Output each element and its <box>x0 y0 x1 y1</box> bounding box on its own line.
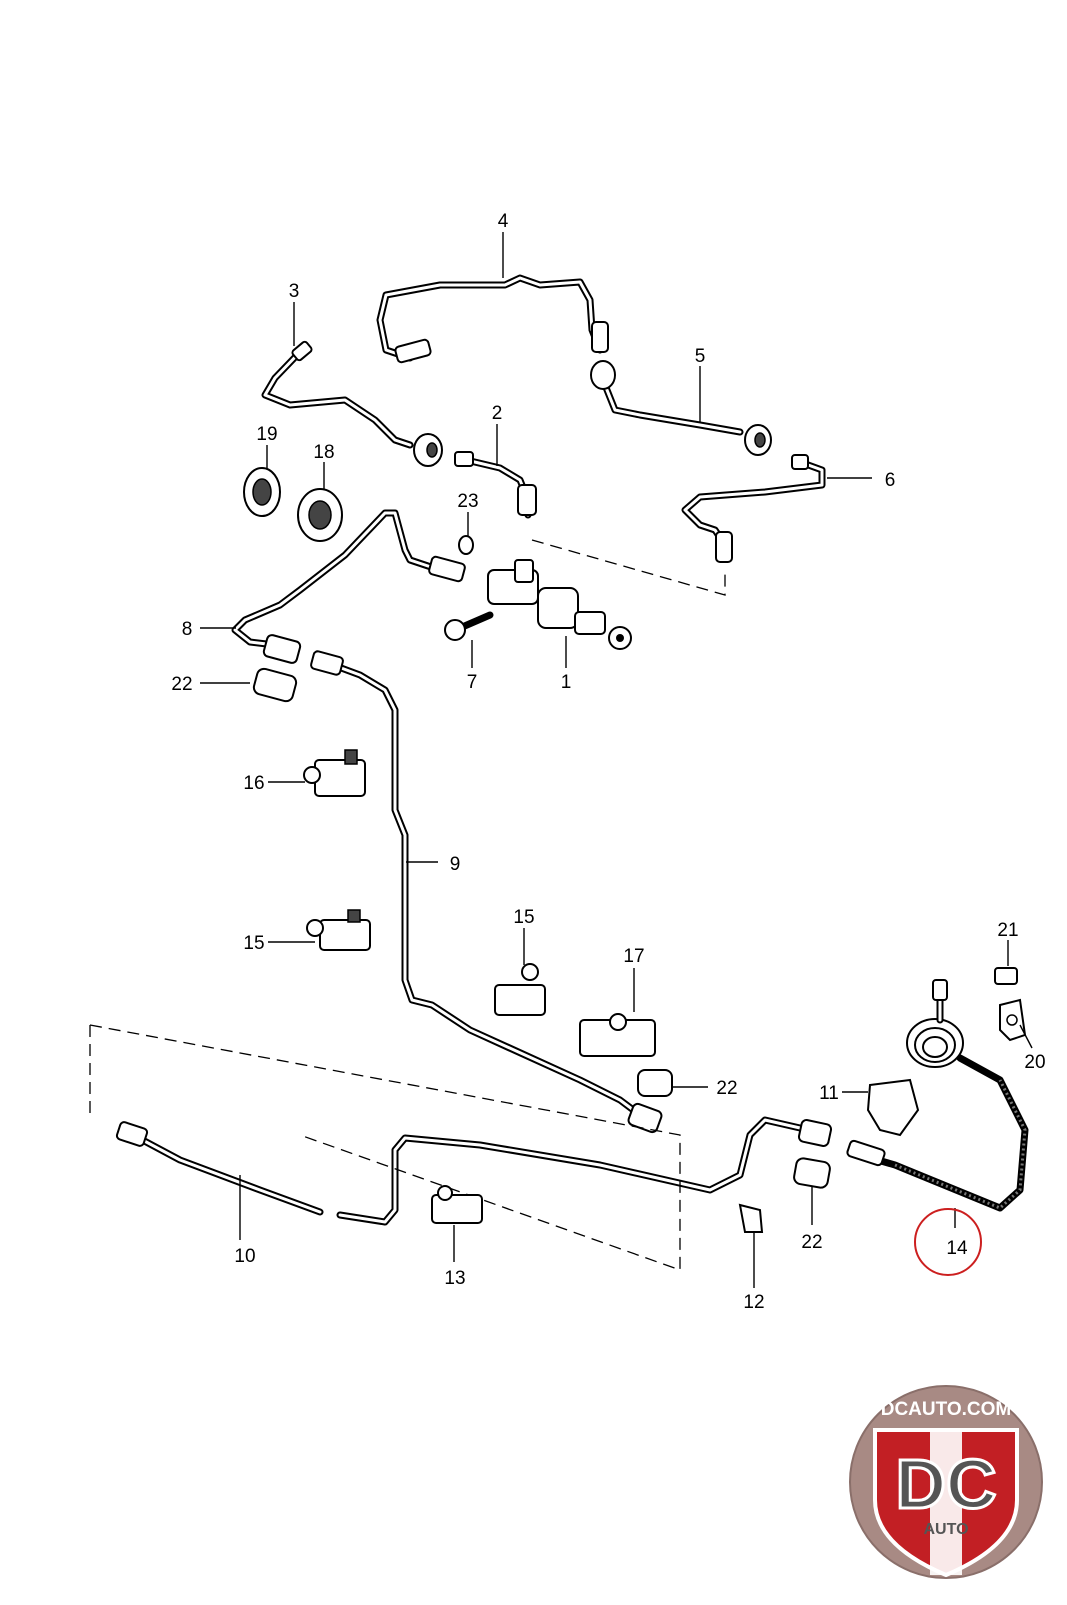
pipe-9 <box>310 650 663 1134</box>
callout-20: 20 <box>1024 1052 1045 1073</box>
clip-21 <box>994 967 1018 985</box>
pipe-2 <box>454 451 537 519</box>
callout-23: 23 <box>457 491 478 512</box>
callout-18: 18 <box>313 442 334 463</box>
callout-22-c: 22 <box>801 1232 822 1253</box>
callout-8: 8 <box>182 619 193 640</box>
pipe-6 <box>681 454 826 563</box>
grommet-19 <box>243 467 281 517</box>
nut-22-a <box>252 667 298 703</box>
nut-22-b <box>637 1069 673 1097</box>
clip-16 <box>303 749 366 797</box>
callout-10: 10 <box>234 1246 255 1267</box>
coil-20 <box>906 979 1027 1068</box>
dcauto-logo: DCAUTO.COM DC AUTO <box>849 1385 1043 1579</box>
pipe-3 <box>261 340 443 467</box>
highlight-circle-14 <box>914 1208 982 1276</box>
logo-url-text: DCAUTO.COM <box>881 1399 1012 1420</box>
logo-sub-text: AUTO <box>923 1521 968 1538</box>
clip-15-b <box>494 963 546 1016</box>
bracket-11 <box>866 1078 920 1137</box>
callout-12: 12 <box>743 1292 764 1313</box>
callout-4: 4 <box>498 211 509 232</box>
callout-13: 13 <box>444 1268 465 1289</box>
callout-15-b: 15 <box>513 907 534 928</box>
clip-12 <box>738 1203 764 1233</box>
clip-13 <box>431 1185 483 1224</box>
oring-23 <box>458 535 474 555</box>
nut-22-c <box>793 1157 831 1189</box>
callout-7: 7 <box>467 672 478 693</box>
pipe-4 <box>376 274 609 364</box>
callout-5: 5 <box>695 346 706 367</box>
pipe-5 <box>590 360 772 456</box>
callout-15-a: 15 <box>243 933 264 954</box>
callout-19: 19 <box>256 424 277 445</box>
callout-3: 3 <box>289 281 300 302</box>
callout-17: 17 <box>623 946 644 967</box>
callout-labels: 4 3 5 2 6 19 18 23 8 7 1 22 16 9 15 15 1… <box>171 211 1045 1313</box>
grommet-18 <box>297 488 343 542</box>
dashed-connectors <box>89 539 726 1271</box>
hose-14 <box>846 1054 1029 1212</box>
callout-21: 21 <box>997 920 1018 941</box>
logo-big-text: DC <box>895 1445 996 1523</box>
callout-14: 14 <box>946 1238 968 1259</box>
pipe-10 <box>115 1116 833 1226</box>
callout-6: 6 <box>885 470 896 491</box>
callout-22-b: 22 <box>716 1078 737 1099</box>
clip-17 <box>579 1013 656 1057</box>
bolt-7 <box>444 611 494 641</box>
master-cylinder-1 <box>487 559 632 650</box>
callout-11: 11 <box>819 1083 839 1104</box>
pipe-8 <box>231 509 466 664</box>
callout-9: 9 <box>450 854 461 875</box>
clip-15-a <box>306 909 371 951</box>
leader-lines <box>200 232 1033 1288</box>
callout-2: 2 <box>492 403 503 424</box>
callout-16: 16 <box>243 773 264 794</box>
callout-22-a: 22 <box>171 674 192 695</box>
callout-1: 1 <box>561 672 572 693</box>
